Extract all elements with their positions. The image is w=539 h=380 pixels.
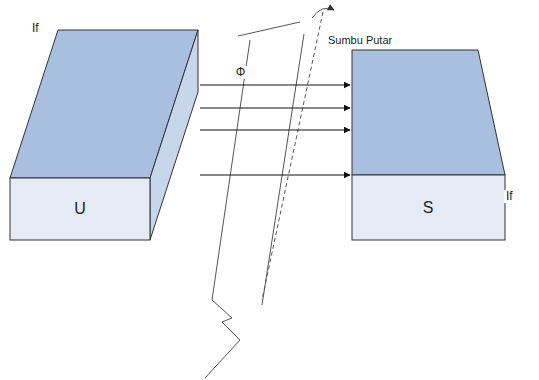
pole-label: U bbox=[74, 200, 86, 218]
axis-label: Sumbu Putar bbox=[326, 34, 394, 46]
coil-side bbox=[262, 34, 304, 305]
flux-label: Φ bbox=[234, 66, 248, 79]
flux-line bbox=[200, 108, 350, 109]
magnet-front-face bbox=[10, 178, 150, 240]
flux-line bbox=[200, 85, 350, 86]
flux-line bbox=[200, 175, 350, 176]
magnet-side-face bbox=[150, 30, 198, 240]
magnet-pole: S bbox=[350, 48, 510, 242]
current-label: If bbox=[30, 22, 41, 35]
magnet-top-face bbox=[352, 50, 505, 175]
pole-label: S bbox=[423, 199, 434, 217]
coil-break bbox=[205, 300, 240, 378]
magnet-block bbox=[8, 28, 200, 242]
coil-top bbox=[238, 22, 300, 36]
rotation-axis bbox=[262, 12, 323, 300]
rotation-arrow bbox=[312, 8, 334, 18]
magnet-front-face bbox=[352, 175, 505, 240]
flux-line bbox=[200, 130, 350, 131]
current-label: If bbox=[504, 190, 515, 203]
coil-side bbox=[212, 40, 250, 300]
magnet-pole: U bbox=[8, 28, 200, 242]
